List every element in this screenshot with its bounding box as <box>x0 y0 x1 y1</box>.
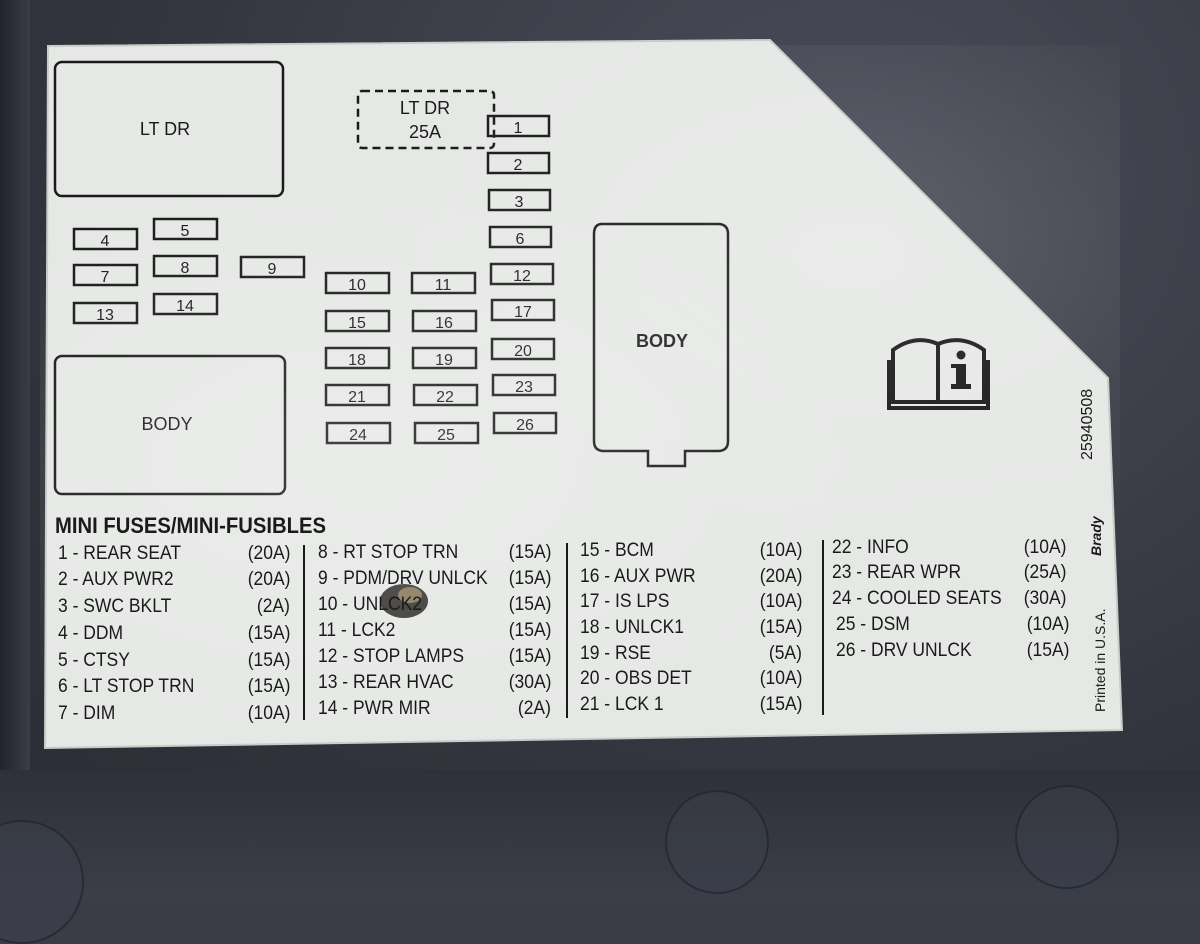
fuse-slot-9: 9 <box>239 255 306 279</box>
svg-text:6: 6 <box>516 231 525 248</box>
fuse-slot-7: 7 <box>72 263 139 287</box>
svg-text:4: 4 <box>101 233 110 250</box>
svg-text:21: 21 <box>348 389 366 406</box>
svg-text:24: 24 <box>349 427 367 444</box>
fuse-slot-20: 20 <box>490 337 556 361</box>
left-body-relay-label: BODY <box>141 414 192 434</box>
svg-text:1: 1 <box>514 120 523 137</box>
svg-text:12: 12 <box>513 268 531 285</box>
fuse-slot-10: 10 <box>324 271 391 295</box>
svg-text:10: 10 <box>348 277 366 294</box>
svg-text:18: 18 <box>348 352 366 369</box>
svg-text:5: 5 <box>181 223 190 240</box>
svg-text:20: 20 <box>514 343 532 360</box>
svg-text:11: 11 <box>435 277 452 294</box>
cover-lower-rim <box>0 770 1200 900</box>
right-body-relay-label: BODY <box>636 331 688 351</box>
fuse-slot-8: 8 <box>152 254 219 278</box>
fuse-slot-24: 24 <box>325 421 392 445</box>
svg-text:3: 3 <box>515 194 524 211</box>
lt-dr-breaker-amp: 25A <box>409 122 441 142</box>
fuse-slot-13: 13 <box>72 301 139 325</box>
svg-text:17: 17 <box>514 304 532 321</box>
lt-dr-relay-label: LT DR <box>140 119 190 139</box>
fuse-slot-21: 21 <box>324 383 391 407</box>
fuse-slot-11: 11 <box>410 271 477 295</box>
svg-text:25: 25 <box>437 427 455 444</box>
svg-text:8: 8 <box>181 260 190 277</box>
svg-text:19: 19 <box>435 352 453 369</box>
fuse-slot-3: 3 <box>487 188 552 212</box>
svg-text:13: 13 <box>96 307 114 324</box>
svg-text:9: 9 <box>268 261 277 278</box>
fuse-slot-1: 1 <box>486 114 551 138</box>
lt-dr-breaker-label: LT DR <box>400 98 450 118</box>
fuse-slot-2: 2 <box>486 151 551 175</box>
svg-text:14: 14 <box>176 298 194 315</box>
fuse-slot-15: 15 <box>324 309 391 333</box>
fuse-slot-22: 22 <box>412 383 479 407</box>
cover-boss <box>1015 785 1119 889</box>
fuse-slot-26: 26 <box>492 411 558 435</box>
fuse-slot-12: 12 <box>489 262 555 286</box>
fuse-slot-5: 5 <box>152 217 219 241</box>
cover-boss <box>665 790 769 894</box>
manual-info-icon <box>887 338 990 410</box>
fuse-slot-6: 6 <box>488 225 553 249</box>
label-sheet <box>43 38 1124 750</box>
fuse-slot-4: 4 <box>72 227 139 251</box>
svg-text:23: 23 <box>515 379 533 396</box>
fuse-slot-17: 17 <box>490 298 556 322</box>
fuse-slot-18: 18 <box>324 346 391 370</box>
fuse-slot-19: 19 <box>411 346 478 370</box>
lt-dr-relay-box <box>53 60 285 198</box>
svg-text:22: 22 <box>436 389 454 406</box>
right-body-relay-box <box>592 222 730 468</box>
fuse-label-diagram: LT DR LT DR 25A BODY BODY 1 2 3 4 5 6 7 … <box>43 38 1124 750</box>
svg-text:15: 15 <box>348 315 366 332</box>
fuse-slot-14: 14 <box>152 292 219 316</box>
left-body-relay-box <box>53 354 287 496</box>
svg-text:26: 26 <box>516 417 534 434</box>
cover-edge <box>0 0 30 900</box>
fuse-slot-25: 25 <box>413 421 480 445</box>
lt-dr-breaker-box <box>356 89 496 150</box>
svg-text:7: 7 <box>101 269 110 286</box>
fuse-slot-16: 16 <box>411 309 478 333</box>
fuse-slot-23: 23 <box>491 373 557 397</box>
svg-text:16: 16 <box>435 315 453 332</box>
svg-text:2: 2 <box>514 157 523 174</box>
